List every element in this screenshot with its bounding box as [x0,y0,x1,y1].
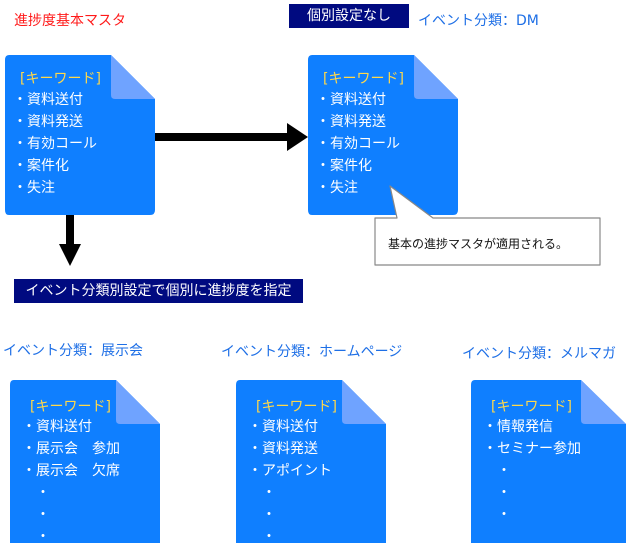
keyword-item: ・ [22,529,50,545]
document-shape [471,380,626,543]
keyword-item: ・アポイント [248,463,332,479]
keyword-header: [キーワード] [30,399,111,415]
keyword-item: ・展示会 参加 [22,441,120,457]
event-label-homepage: イベント分類：ホームページ [221,344,403,360]
top-event-label: イベント分類：DM [418,13,539,29]
keyword-header: [キーワード] [256,399,337,415]
keyword-list: ・資料送付 ・資料発送 ・アポイント ・ ・ ・ [248,416,332,548]
master-document: [キーワード] ・資料送付 ・資料発送 ・有効コール ・案件化 ・失注 [5,55,155,215]
keyword-item: ・資料送付 [22,419,92,435]
keyword-item: ・ [483,463,511,479]
keyword-item: ・有効コール [316,136,400,152]
mailmag-document: [キーワード] ・情報発信 ・セミナー参加 ・ ・ ・ [471,380,626,543]
keyword-item: ・ [483,485,511,501]
homepage-document: [キーワード] ・資料送付 ・資料発送 ・アポイント ・ ・ ・ [236,380,386,545]
keyword-list: ・資料送付 ・資料発送 ・有効コール ・案件化 ・失注 [316,89,400,199]
no-custom-setting-badge: 個別設定なし [289,4,409,28]
keyword-list: ・資料送付 ・資料発送 ・有効コール ・案件化 ・失注 [13,89,97,199]
keyword-item: ・ [483,507,511,523]
event-label-mailmag: イベント分類：メルマガ [462,346,616,362]
keyword-item: ・資料送付 [316,92,386,108]
keyword-item: ・資料発送 [13,114,83,130]
keyword-item: ・情報発信 [483,419,553,435]
right-arrow [155,123,308,151]
keyword-item: ・ [248,485,276,501]
keyword-item: ・資料送付 [248,419,318,435]
keyword-item: ・ [22,507,50,523]
document-shape [10,380,160,543]
dm-document: [キーワード] ・資料送付 ・資料発送 ・有効コール ・案件化 ・失注 [308,55,458,215]
keyword-item: ・失注 [13,180,55,196]
keyword-item: ・ [22,485,50,501]
document-shape [236,380,386,543]
keyword-item: ・展示会 欠席 [22,463,120,479]
callout-bubble [374,185,601,266]
keyword-item: ・案件化 [13,158,69,174]
keyword-header: [キーワード] [491,399,572,415]
keyword-item: ・セミナー参加 [483,441,581,457]
event-label-exhibition: イベント分類：展示会 [3,343,143,359]
keyword-header: [キーワード] [20,71,101,87]
keyword-item: ・有効コール [13,136,97,152]
keyword-item: ・案件化 [316,158,372,174]
callout-text: 基本の進捗マスタが適用される。 [388,237,569,251]
keyword-item: ・ [248,529,276,545]
document-shape [308,55,458,215]
down-arrow [59,215,81,266]
keyword-list: ・情報発信 ・セミナー参加 ・ ・ ・ [483,416,581,526]
exhibition-document: [キーワード] ・資料送付 ・展示会 参加 ・展示会 欠席 ・ ・ ・ [10,380,160,545]
keyword-item: ・資料発送 [248,441,318,457]
keyword-item: ・資料発送 [316,114,386,130]
keyword-item: ・失注 [316,180,358,196]
keyword-header: [キーワード] [323,71,404,87]
keyword-list: ・資料送付 ・展示会 参加 ・展示会 欠席 ・ ・ ・ [22,416,120,548]
diagram-title: 進捗度基本マスタ [14,13,126,29]
keyword-item: ・資料送付 [13,92,83,108]
custom-setting-badge: イベント分類別設定で個別に進捗度を指定 [14,279,303,303]
keyword-item: ・ [248,507,276,523]
document-shape [5,55,155,215]
